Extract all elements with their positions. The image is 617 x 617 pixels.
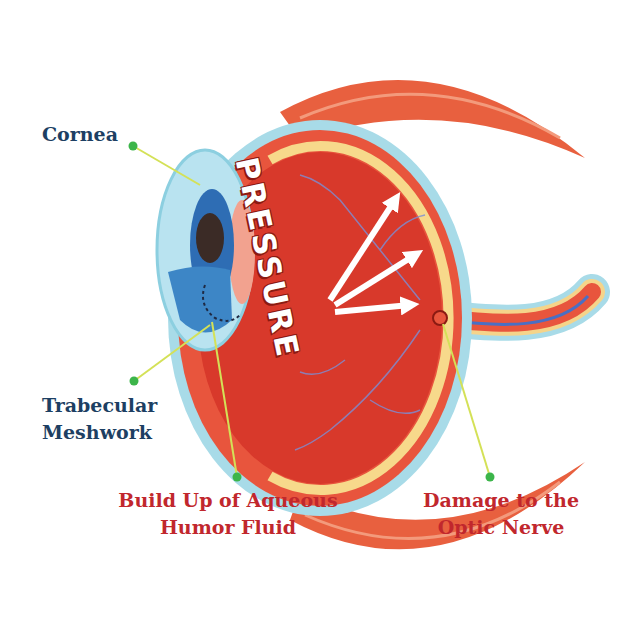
pressure-arrows [330,200,415,312]
part-label: Cornea [42,121,162,148]
leader-lines [133,146,490,477]
condition-label: Damage to the Optic Nerve [395,487,607,541]
pupil [196,213,224,263]
part-label: Trabecular Meshwork [42,392,207,446]
optic-disc [433,311,447,325]
leader-dots [129,142,495,482]
aqueous-fluid [168,266,232,332]
condition-label: Build Up of Aqueous Humor Fluid [92,487,364,541]
blood-vessels [295,175,425,450]
fluid-flow [203,285,240,321]
